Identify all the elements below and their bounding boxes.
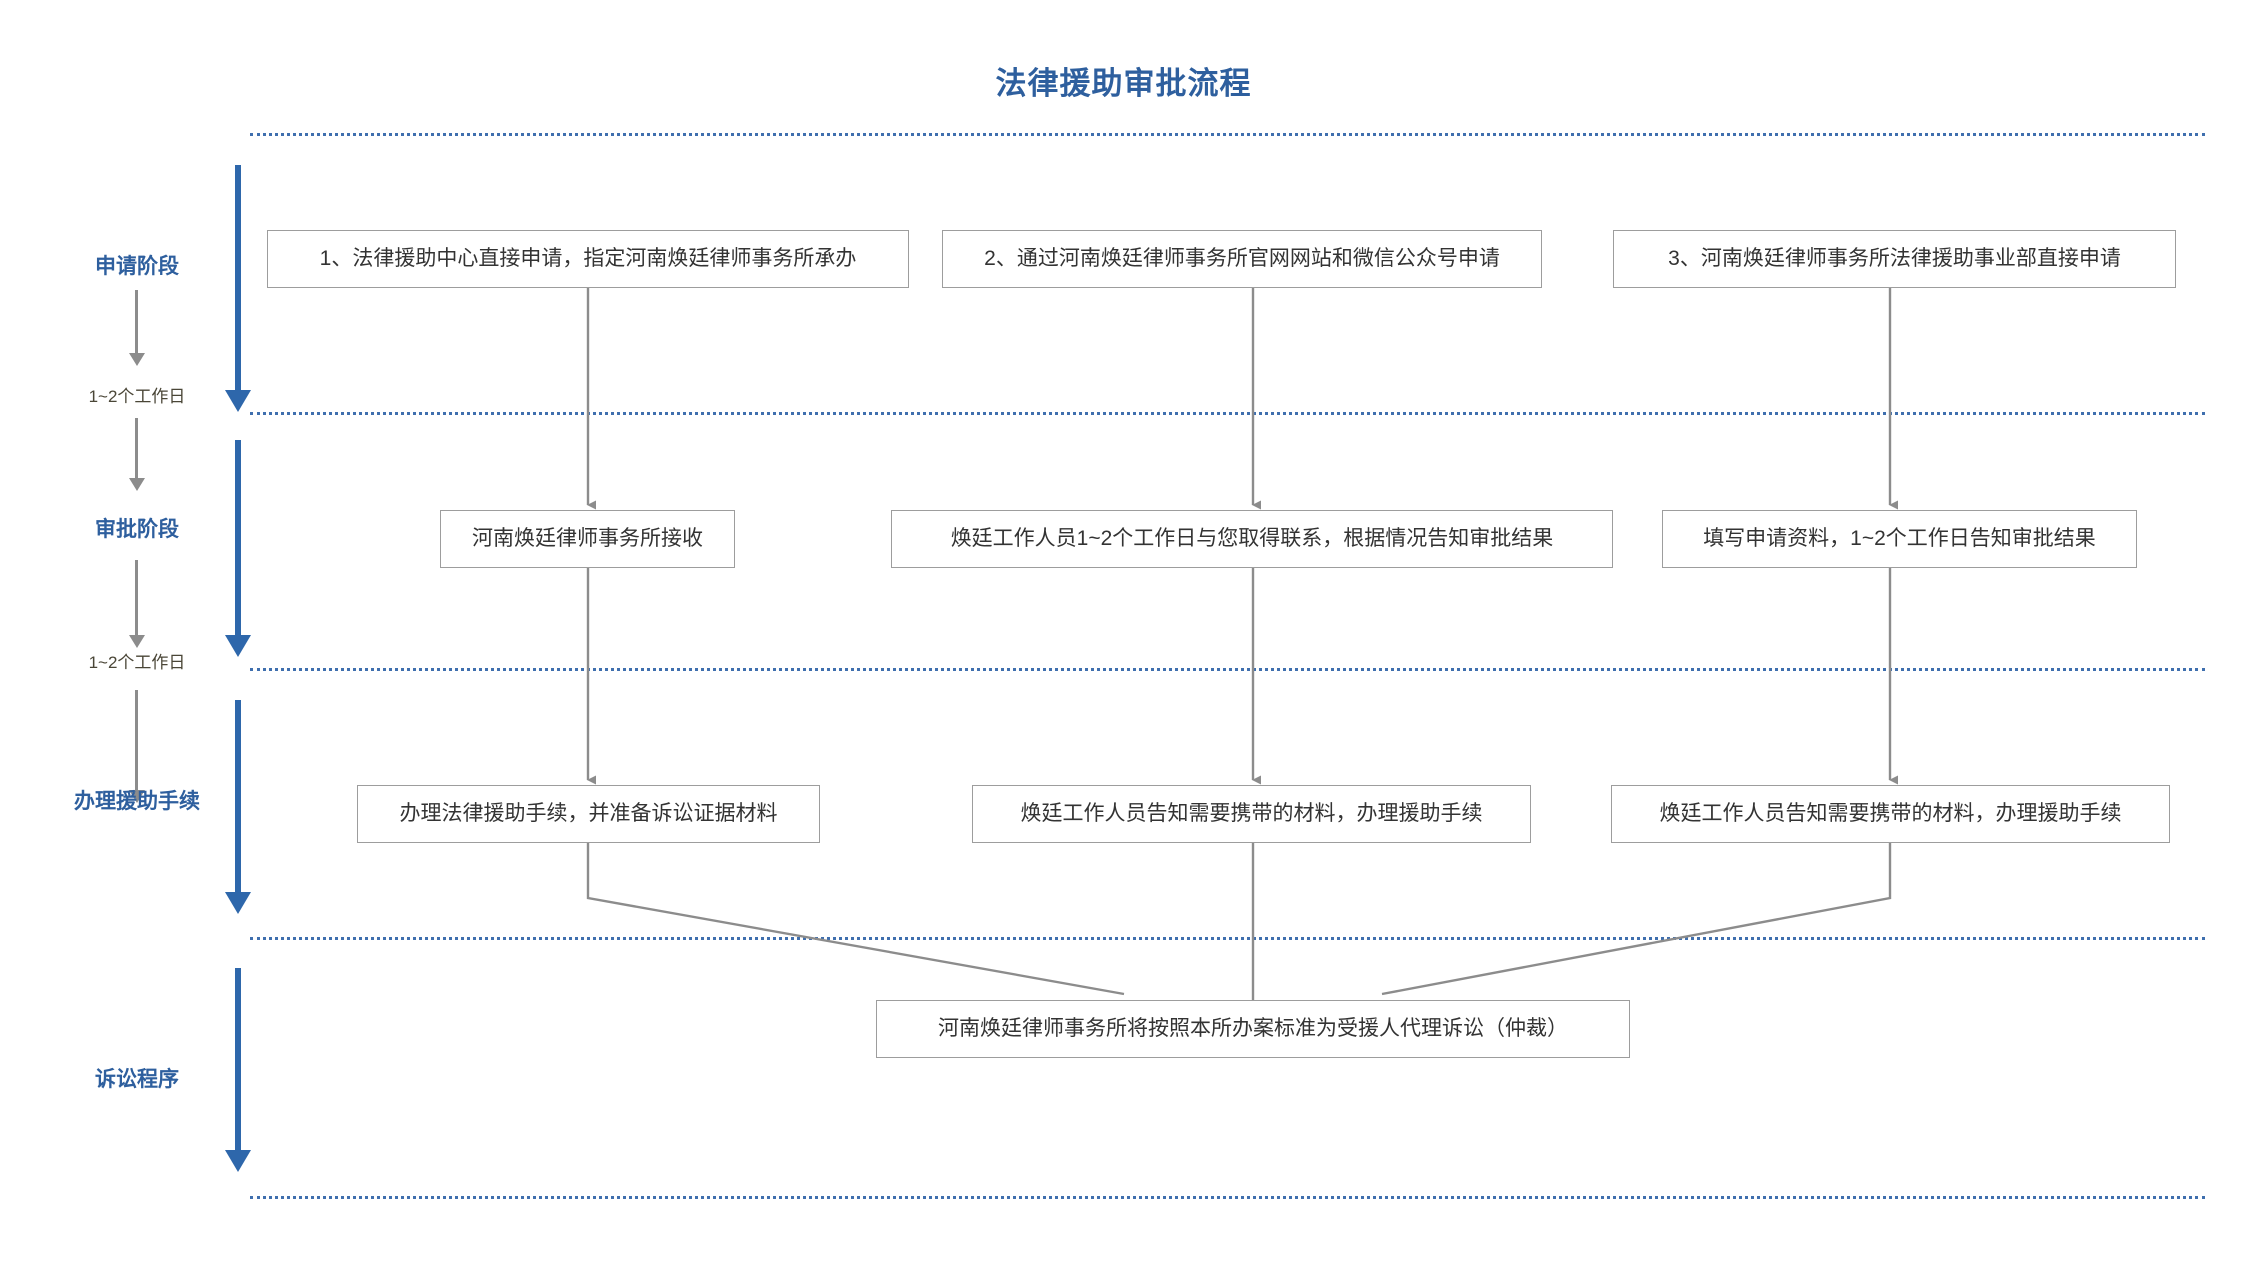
separator-review-proc: [250, 668, 2205, 671]
application-channel-1[interactable]: 1、法律援助中心直接申请，指定河南焕廷律师事务所承办: [267, 230, 909, 288]
arrow-shaft: [135, 290, 138, 353]
review-step-2[interactable]: 焕廷工作人员1~2个工作日与您取得联系，根据情况告知审批结果: [891, 510, 1613, 568]
procedure-step-2[interactable]: 焕廷工作人员告知需要携带的材料，办理援助手续: [972, 785, 1531, 843]
application-channel-3[interactable]: 3、河南焕廷律师事务所法律援助事业部直接申请: [1613, 230, 2176, 288]
arrow-shaft: [135, 560, 138, 635]
separator-proc-litigation: [250, 937, 2205, 940]
stage-label-litigation: 诉讼程序: [95, 1068, 179, 1091]
arrow-head: [225, 635, 251, 657]
duration-label-review-proc: 1~2个工作日: [88, 653, 186, 672]
arrow-head: [225, 390, 251, 412]
duration-label-apply-review: 1~2个工作日: [88, 387, 186, 406]
procedure-step-3[interactable]: 焕廷工作人员告知需要携带的材料，办理援助手续: [1611, 785, 2170, 843]
separator-bottom: [250, 1196, 2205, 1199]
arrow-shaft: [235, 700, 241, 892]
arrow-head: [225, 1150, 251, 1172]
separator-top: [250, 133, 2205, 136]
arrow-shaft: [235, 165, 241, 390]
arrow-shaft: [135, 418, 138, 478]
review-step-3[interactable]: 填写申请资料，1~2个工作日告知审批结果: [1662, 510, 2137, 568]
litigation-outcome[interactable]: 河南焕廷律师事务所将按照本所办案标准为受援人代理诉讼（仲裁）: [876, 1000, 1630, 1058]
arrow-shaft: [135, 690, 138, 790]
stage-label-review: 审批阶段: [95, 518, 179, 541]
arrow-shaft: [235, 968, 241, 1150]
separator-apply-review: [250, 412, 2205, 415]
arrow-head: [129, 790, 145, 803]
procedure-step-1[interactable]: 办理法律援助手续，并准备诉讼证据材料: [357, 785, 820, 843]
arrow-shaft: [235, 440, 241, 635]
arrow-head: [225, 892, 251, 914]
application-channel-2[interactable]: 2、通过河南焕廷律师事务所官网网站和微信公众号申请: [942, 230, 1542, 288]
page-title: 法律援助审批流程: [995, 66, 1252, 101]
arrow-head: [129, 353, 145, 366]
arrow-head: [129, 635, 145, 648]
stage-label-apply: 申请阶段: [95, 255, 179, 278]
review-step-1[interactable]: 河南焕廷律师事务所接收: [440, 510, 735, 568]
stage-label-procedures: 办理援助手续: [74, 790, 200, 813]
arrow-head: [129, 478, 145, 491]
